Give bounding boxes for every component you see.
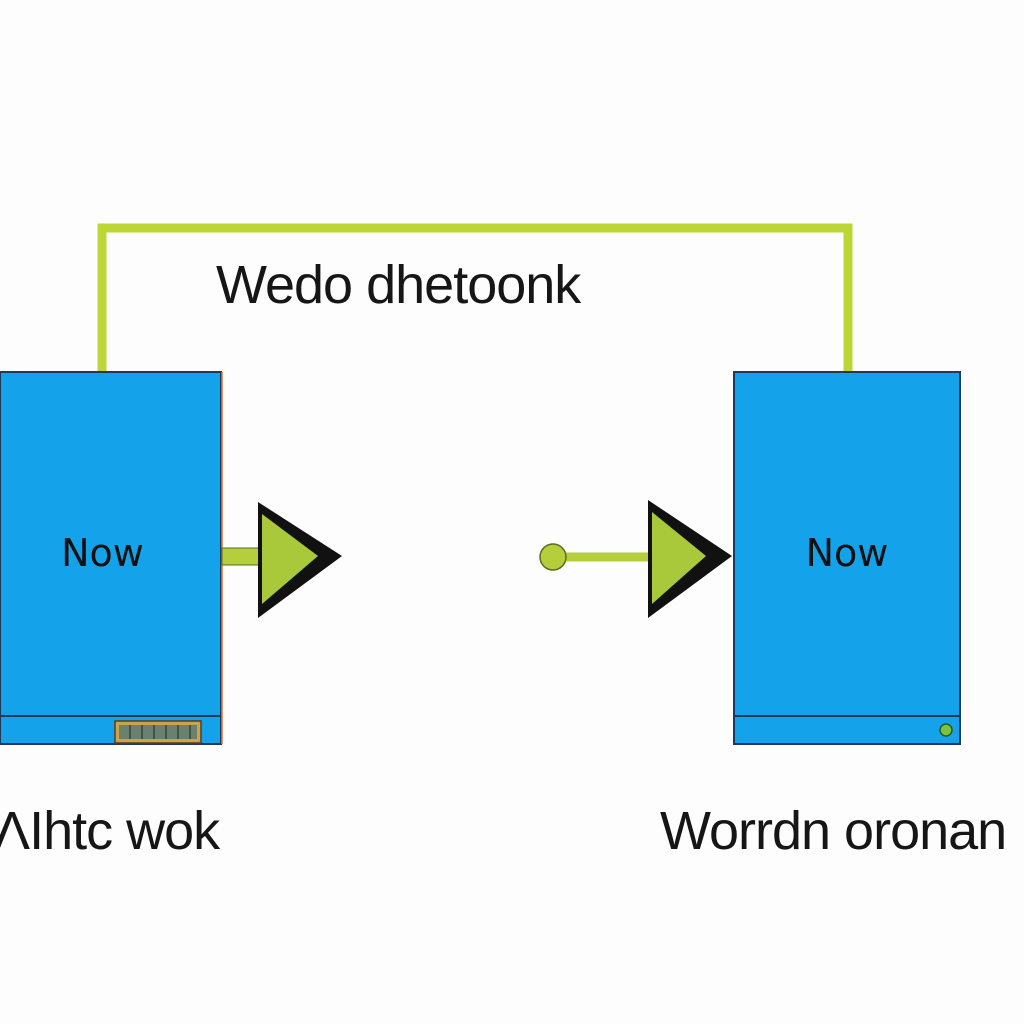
right-device-label: Now (805, 531, 889, 575)
left-device (0, 371, 223, 745)
right-device (733, 371, 961, 745)
right-device-caption: Worrdn oronan (660, 801, 1007, 861)
left-device-caption: ΛΙhtc wok (0, 801, 220, 861)
left-arrow (221, 502, 342, 618)
top-link-connector (97, 223, 853, 372)
link-label: Wedo dhetoonk (216, 255, 581, 315)
right-device-status-led (939, 723, 953, 737)
right-arrow (539, 500, 732, 618)
left-device-label: Now (61, 531, 144, 575)
left-device-port-strip (114, 720, 202, 744)
right-arrow-endpoint-dot (539, 543, 567, 571)
